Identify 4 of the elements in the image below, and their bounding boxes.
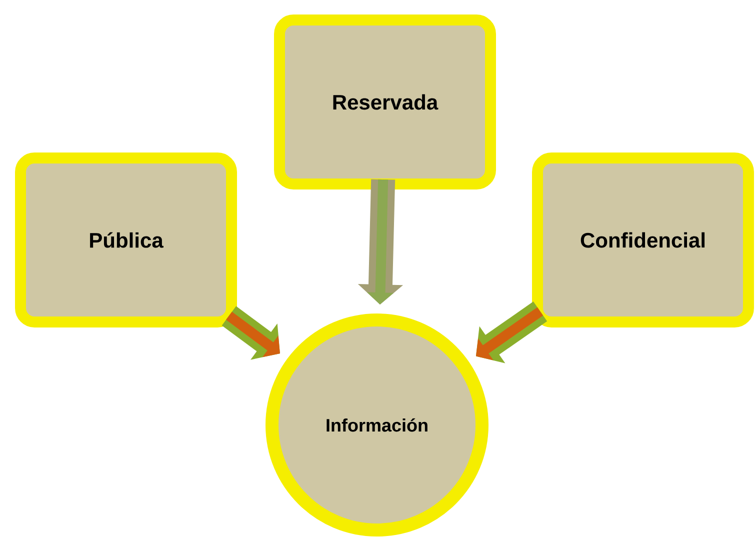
process-box: Confidencial bbox=[532, 152, 754, 328]
circle-node: Información bbox=[266, 314, 488, 536]
process-box: Reservada bbox=[274, 14, 496, 190]
process-box: Pública bbox=[15, 152, 237, 328]
